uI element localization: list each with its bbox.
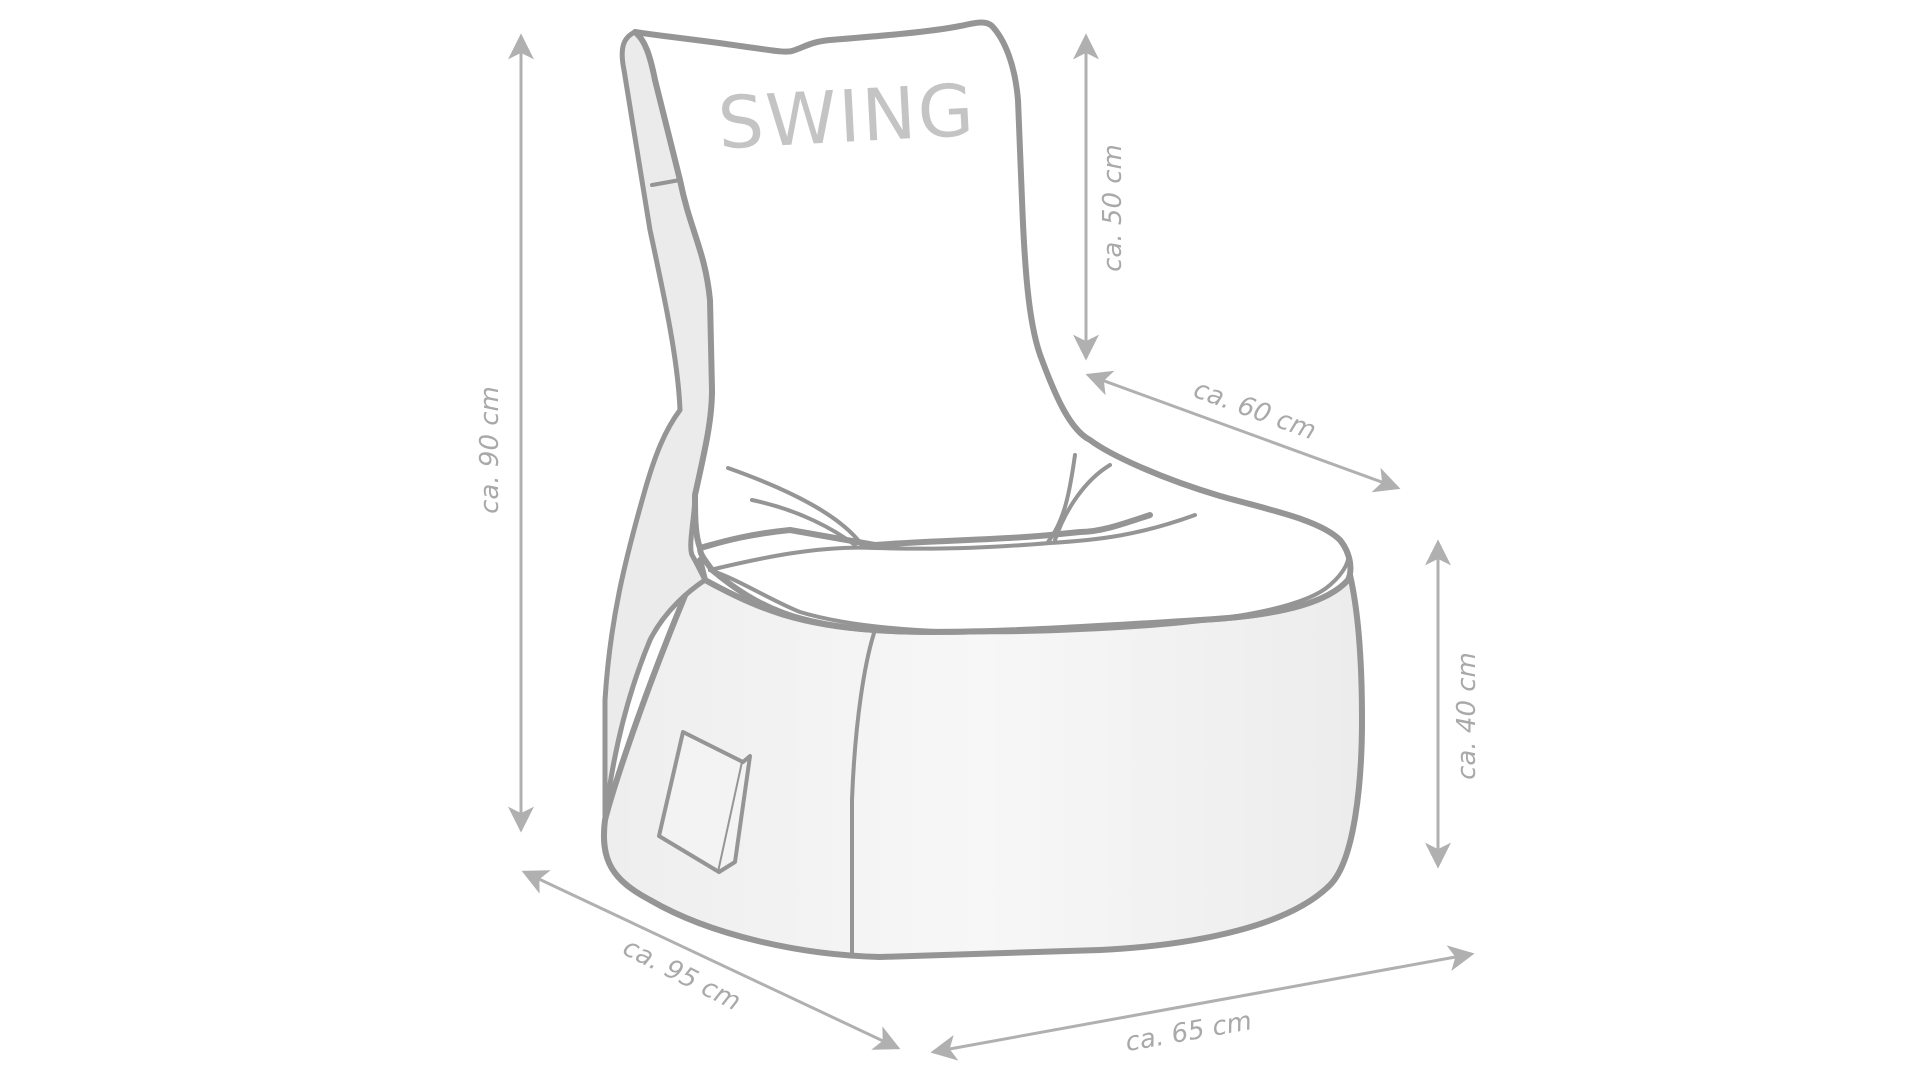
label-backrest-height: ca. 50 cm xyxy=(1098,144,1128,272)
label-seat-height: ca. 40 cm xyxy=(1452,652,1482,780)
brand-logo-text: SWING xyxy=(716,68,978,165)
side-pocket-edge xyxy=(717,754,752,874)
seat-top-edge xyxy=(708,513,1197,572)
seat-front-edge xyxy=(708,550,1351,635)
arrow-depth xyxy=(521,870,901,1050)
arrow-width xyxy=(930,945,1475,1061)
arrow-seat-depth xyxy=(1085,370,1401,493)
side-strap-line xyxy=(650,178,682,187)
label-total-height: ca. 90 cm xyxy=(475,386,505,514)
seat-crease-right-1 xyxy=(1046,453,1077,544)
base-seam xyxy=(850,628,877,957)
seat-crease-left-2 xyxy=(750,498,857,547)
bean-bag-chair xyxy=(601,19,1365,960)
dimension-arrows xyxy=(508,33,1475,1061)
seat-crease-left-1 xyxy=(726,466,864,547)
